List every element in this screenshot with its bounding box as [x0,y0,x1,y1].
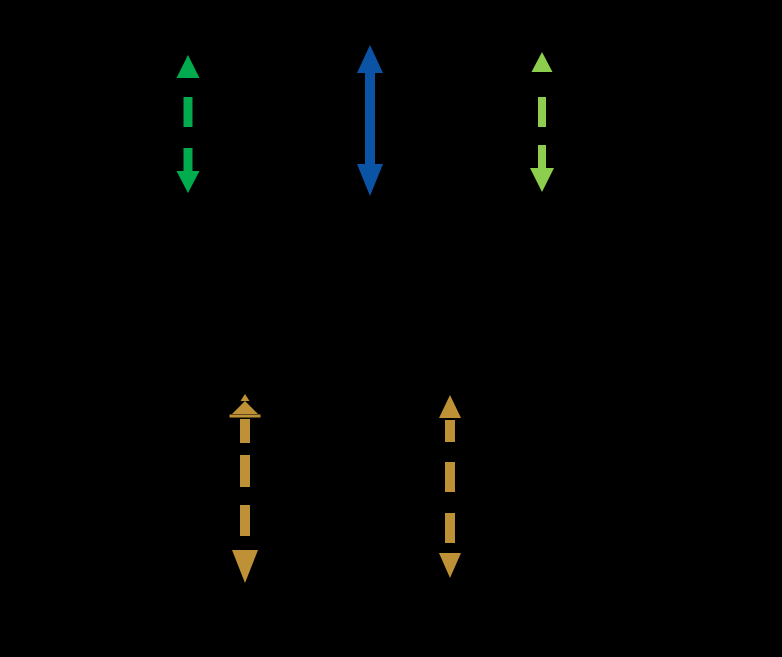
double-headed-arrow-blue [357,45,383,196]
dash-segment [240,455,250,487]
dash-segment [240,419,250,443]
double-headed-arrow-green [176,55,200,193]
double-headed-arrow-tan-right [439,395,461,578]
arrow-shapes-tan-right [439,395,461,578]
dash-segment [183,148,193,172]
arrowhead-bottom [357,164,383,196]
dash-segment [538,97,546,127]
dash-segment [445,513,455,543]
dash-segment [445,462,455,492]
arrow-shapes-blue [357,45,383,196]
arrowhead-bottom [176,171,200,193]
dash-segment [240,505,250,536]
dash-segment [183,97,193,127]
arrowhead-bottom [530,168,554,192]
arrowhead-bottom [439,553,461,578]
arrow-shapes-green [176,55,200,193]
arrowhead-top [176,55,200,78]
dash-segment [445,420,455,442]
double-headed-arrow-tan-left [229,394,261,583]
arrow-shapes-tan-left [229,394,261,583]
double-headed-arrow-lightgreen [530,52,554,192]
arrow-shapes-lightgreen [530,52,554,192]
dash-segment [538,145,546,169]
head-bar [229,414,261,418]
arrowhead-top [531,52,553,72]
arrowhead-top [232,401,258,414]
arrowhead-top [439,395,461,418]
arrowhead-bottom [232,550,258,583]
shaft-solid [365,72,375,166]
arrowhead-tip-small [240,394,250,401]
arrowhead-top [357,45,383,73]
